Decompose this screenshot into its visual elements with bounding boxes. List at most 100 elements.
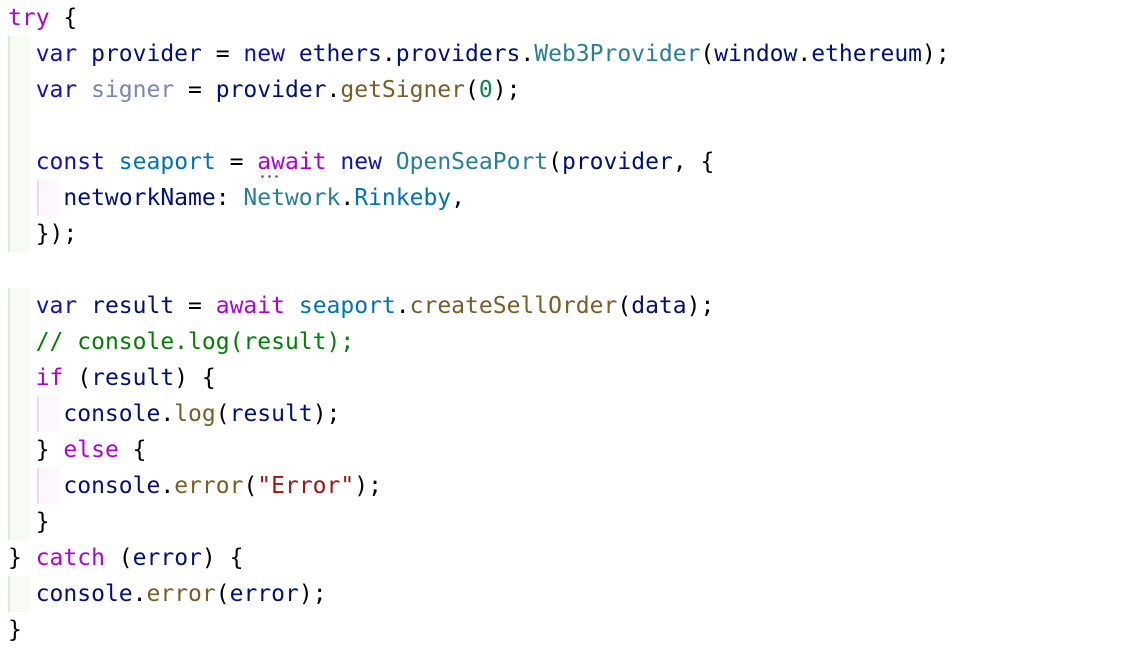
- code-token: }: [35, 437, 64, 463]
- code-line: networkName: Network.Rinkeby,: [8, 180, 465, 216]
- code-token: [8, 41, 36, 67]
- code-token: (: [215, 401, 230, 427]
- code-token: provider: [561, 149, 673, 175]
- code-token: providers: [395, 41, 521, 67]
- indent-guide: [8, 576, 30, 612]
- code-line: } catch (error) {: [8, 540, 243, 576]
- code-token: result: [77, 293, 175, 319]
- code-token: =: [215, 149, 258, 175]
- code-token: console: [63, 473, 161, 499]
- code-token: ethereum: [811, 41, 923, 67]
- code-token: (: [548, 149, 562, 175]
- code-token: [8, 509, 36, 535]
- code-token: var: [35, 77, 78, 103]
- code-token: .: [160, 473, 175, 499]
- code-token: , {: [672, 149, 715, 175]
- code-token: // console.log(result);: [35, 329, 355, 355]
- code-token: Rinkeby: [354, 185, 452, 211]
- code-token: [8, 365, 36, 391]
- code-token: .: [520, 41, 535, 67]
- code-token: [8, 77, 36, 103]
- code-line: }: [8, 504, 50, 540]
- code-token: =: [174, 77, 216, 103]
- indent-guide: [37, 468, 59, 504]
- code-token: window: [714, 41, 798, 67]
- code-token: (: [465, 77, 479, 103]
- code-token: =: [174, 293, 216, 319]
- code-token: var: [35, 41, 78, 67]
- code-token: Web3Provider: [534, 41, 701, 67]
- code-token: );: [686, 293, 715, 319]
- code-line: const seaport = await new OpenSeaPort(pr…: [8, 144, 714, 180]
- code-token: Network: [243, 185, 341, 211]
- code-token: });: [35, 221, 78, 247]
- code-token: new: [243, 41, 285, 67]
- code-token: 0: [478, 77, 493, 103]
- code-token: .: [326, 77, 341, 103]
- code-token: (: [104, 545, 133, 571]
- code-token: await: [257, 144, 327, 180]
- code-token: error: [146, 581, 216, 607]
- code-line: // console.log(result);: [8, 324, 355, 360]
- code-token: =: [201, 41, 244, 67]
- code-token: );: [922, 41, 950, 67]
- code-token: seaport: [104, 149, 216, 175]
- code-token: new: [340, 149, 382, 175]
- code-token: [8, 581, 36, 607]
- code-line: } else {: [8, 432, 147, 468]
- code-token: (: [215, 581, 230, 607]
- code-token: [382, 149, 396, 175]
- code-token: [8, 185, 63, 211]
- code-token: log: [174, 401, 216, 427]
- code-token: [8, 437, 36, 463]
- code-token: .: [132, 581, 147, 607]
- code-token: signer: [77, 77, 175, 103]
- code-token: try: [8, 5, 50, 31]
- code-token: error: [174, 473, 244, 499]
- code-token: (: [63, 365, 92, 391]
- code-token: (: [617, 293, 632, 319]
- code-line: var provider = new ethers.providers.Web3…: [8, 36, 950, 72]
- code-line: }: [8, 612, 22, 648]
- code-token: );: [354, 473, 382, 499]
- code-token: [8, 221, 36, 247]
- code-token: networkName: [63, 185, 216, 211]
- code-token: [8, 329, 36, 355]
- code-token: .: [160, 401, 175, 427]
- code-token: seaport: [298, 293, 396, 319]
- code-token: error: [132, 545, 202, 571]
- code-token: }: [8, 617, 22, 643]
- code-line: console.error("Error");: [8, 468, 382, 504]
- indent-guide: [8, 36, 30, 252]
- code-token: OpenSeaPort: [395, 149, 549, 175]
- code-token: result: [229, 401, 313, 427]
- code-token: const: [35, 149, 105, 175]
- code-token: else: [63, 437, 119, 463]
- code-token: .: [797, 41, 812, 67]
- code-line: console.error(error);: [8, 576, 327, 612]
- code-token: [8, 293, 36, 319]
- code-token: createSellOrder: [409, 293, 618, 319]
- code-token: provider: [215, 77, 327, 103]
- code-token: [285, 293, 299, 319]
- code-token: console: [35, 581, 133, 607]
- indent-guide: [37, 396, 59, 432]
- code-token: );: [298, 581, 327, 607]
- code-token: [8, 473, 63, 499]
- code-token: .: [381, 41, 396, 67]
- code-line: var result = await seaport.createSellOrd…: [8, 288, 715, 324]
- code-token: [8, 149, 36, 175]
- code-token: ethers: [284, 41, 382, 67]
- code-token: [327, 149, 341, 175]
- code-token: ) {: [174, 365, 216, 391]
- code-token: (: [700, 41, 715, 67]
- code-line: try {: [8, 0, 77, 36]
- code-token: await: [215, 293, 285, 319]
- code-token: {: [49, 5, 78, 31]
- code-token: ) {: [201, 545, 244, 571]
- code-token: getSigner: [340, 77, 465, 103]
- code-token: .: [395, 293, 410, 319]
- code-token: :: [215, 185, 244, 211]
- code-token: [8, 401, 63, 427]
